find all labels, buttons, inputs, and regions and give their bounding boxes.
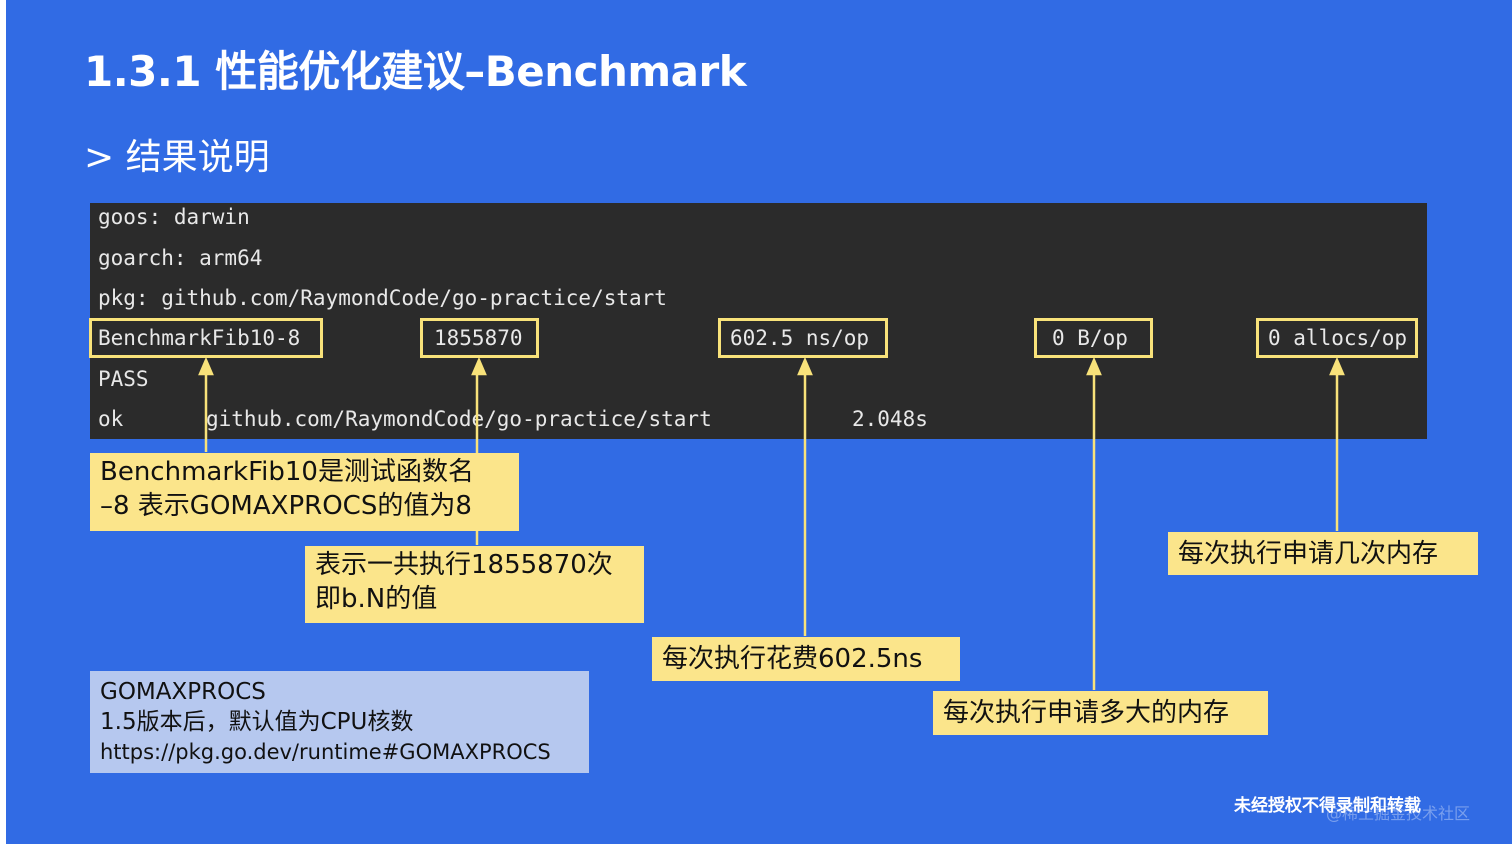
callout-bench-n: 表示一共执行1855870次 即b.N的值 xyxy=(305,546,644,623)
arrow-head-bench-bytes xyxy=(1086,356,1102,376)
term-ok-pkg: github.com/RaymondCode/go-practice/start xyxy=(206,407,712,431)
note-line-default: 1.5版本后，默认值为CPU核数 xyxy=(100,709,414,735)
highlight-bench-n xyxy=(420,318,539,358)
highlight-bench-name xyxy=(89,318,323,358)
callout-bench-name-line2: –8 表示GOMAXPROCS的值为8 xyxy=(100,491,472,521)
term-ok-label: ok xyxy=(98,407,124,431)
arrow-head-bench-ns xyxy=(797,356,813,376)
callout-bench-n-line1: 表示一共执行1855870次 xyxy=(315,550,613,580)
highlight-bench-bytes xyxy=(1034,318,1153,358)
footer-watermark: @稀土掘金技术社区 xyxy=(1326,804,1471,823)
arrow-head-bench-allocs xyxy=(1329,356,1345,376)
callout-bench-ns-text: 每次执行花费602.5ns xyxy=(662,644,923,674)
terminal-output: goos: darwin goarch: arm64 pkg: github.c… xyxy=(90,203,1427,439)
term-line-pkg: pkg: github.com/RaymondCode/go-practice/… xyxy=(98,286,667,310)
term-bench-allocs: 0 allocs/op xyxy=(1268,326,1408,350)
callout-bench-n-line2: 即b.N的值 xyxy=(315,584,438,614)
highlight-bench-allocs xyxy=(1256,318,1418,358)
slide-title: 1.3.1 性能优化建议–Benchmark xyxy=(84,47,747,96)
arrow-head-bench-name xyxy=(198,356,214,376)
slide-subtitle: > 结果说明 xyxy=(84,137,270,178)
callout-bench-name: BenchmarkFib10是测试函数名 –8 表示GOMAXPROCS的值为8 xyxy=(90,453,519,531)
note-link-gomaxprocs[interactable]: https://pkg.go.dev/runtime#GOMAXPROCS xyxy=(100,740,551,764)
highlight-bench-ns xyxy=(718,318,888,358)
term-bench-ns: 602.5 ns/op xyxy=(730,326,870,350)
arrow-head-bench-n xyxy=(471,356,487,376)
term-ok-time: 2.048s xyxy=(852,407,928,431)
callout-bench-ns: 每次执行花费602.5ns xyxy=(652,637,960,681)
term-line-goarch: goarch: arm64 xyxy=(98,246,263,270)
footer-copyright: 未经授权不得录制和转载 xyxy=(1234,796,1421,816)
callout-bench-allocs-text: 每次执行申请几次内存 xyxy=(1178,539,1439,569)
slide: 1.3.1 性能优化建议–Benchmark > 结果说明 goos: darw… xyxy=(6,0,1512,844)
callout-bench-bytes: 每次执行申请多大的内存 xyxy=(933,691,1268,735)
term-bench-bytes: 0 B/op xyxy=(1052,326,1128,350)
callout-bench-name-line1: BenchmarkFib10是测试函数名 xyxy=(100,457,474,487)
term-line-pass: PASS xyxy=(98,367,149,391)
term-bench-n: 1855870 xyxy=(434,326,523,350)
callout-bench-bytes-text: 每次执行申请多大的内存 xyxy=(943,698,1230,728)
gomaxprocs-note: GOMAXPROCS 1.5版本后，默认值为CPU核数 https://pkg.… xyxy=(90,671,589,773)
term-line-goos: goos: darwin xyxy=(98,205,250,229)
term-bench-name: BenchmarkFib10-8 xyxy=(98,326,301,350)
note-line-title: GOMAXPROCS xyxy=(100,679,266,705)
callout-bench-allocs: 每次执行申请几次内存 xyxy=(1168,532,1478,575)
